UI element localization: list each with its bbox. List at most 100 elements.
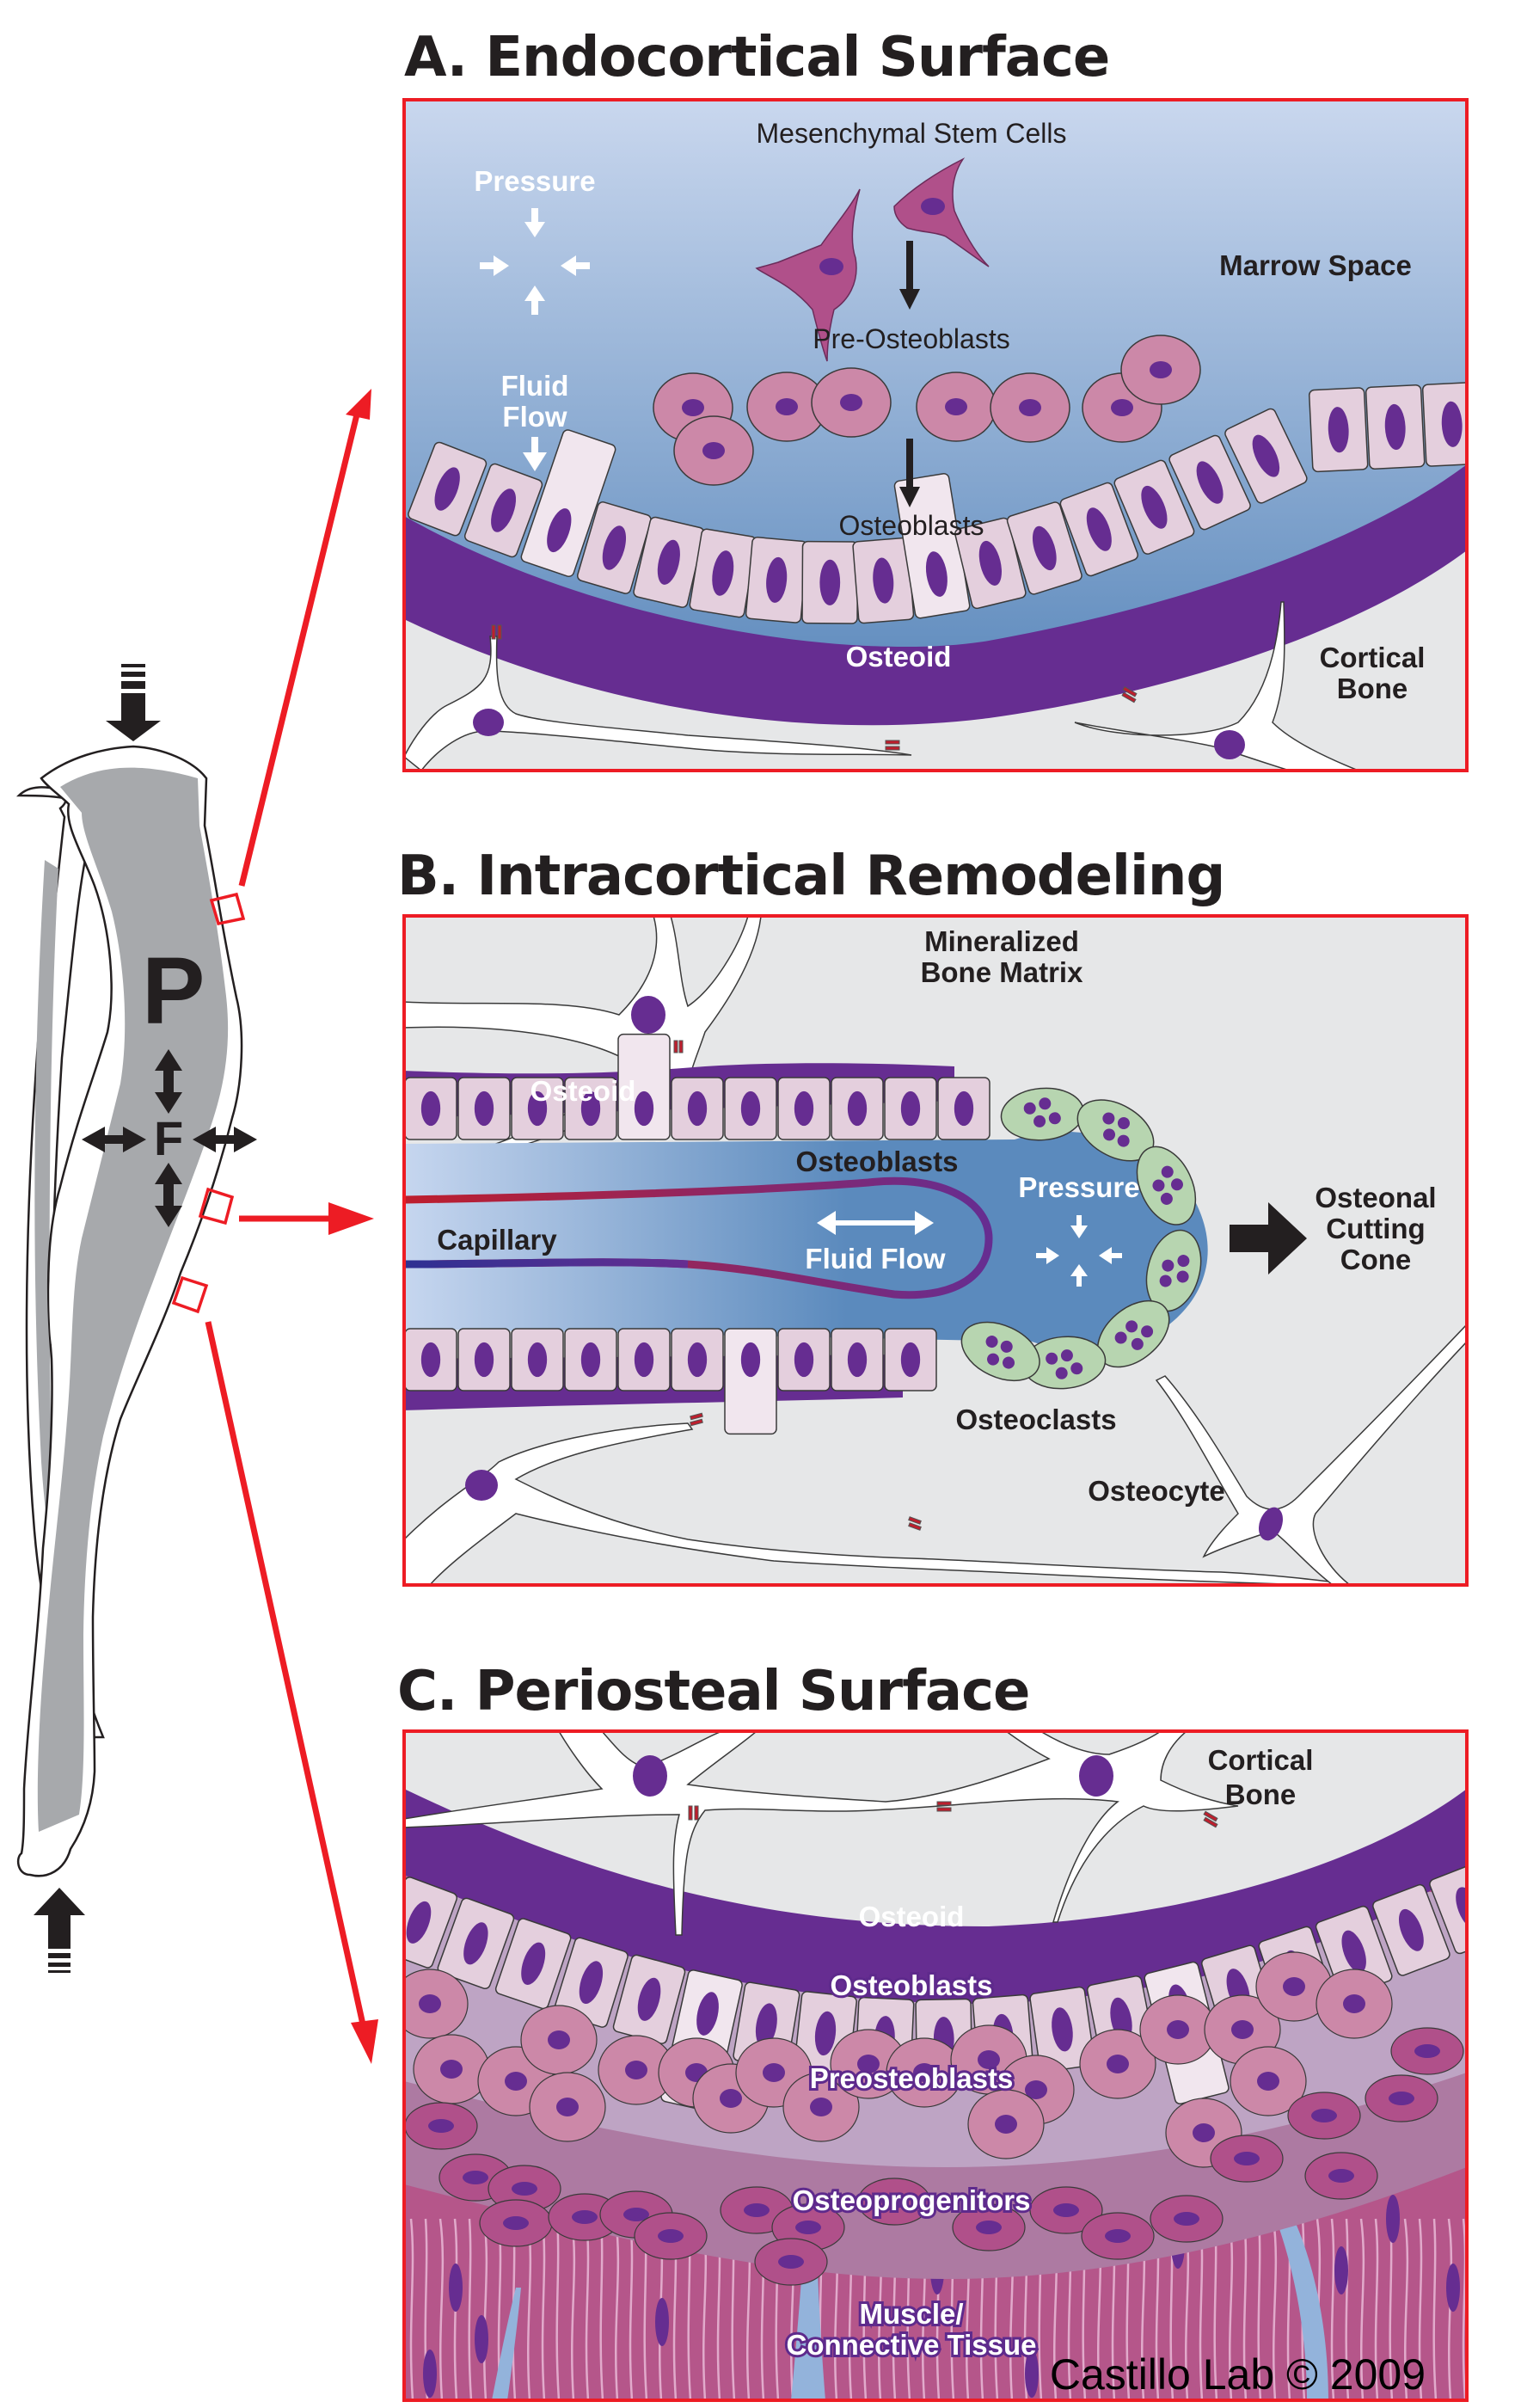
bone-label: Bone bbox=[1225, 1778, 1297, 1810]
fibroblast-nucleus bbox=[1334, 2246, 1348, 2294]
osteoblast-cell bbox=[457, 1328, 511, 1391]
copyright-credit: Castillo Lab © 2009 bbox=[1050, 2350, 1426, 2399]
preosteoblast-cell bbox=[406, 1969, 469, 2039]
osteoblast-cell bbox=[1372, 1883, 1450, 1976]
preosteoblast-cell bbox=[598, 2035, 675, 2105]
osteoblast-cell bbox=[1421, 381, 1465, 467]
nucleus bbox=[491, 488, 517, 532]
nucleus bbox=[1055, 1367, 1068, 1379]
nucleus bbox=[900, 1342, 921, 1378]
osteoblast-cell bbox=[724, 1077, 777, 1140]
muscle-fiber bbox=[1418, 2218, 1423, 2399]
osteoblast-cell bbox=[1308, 387, 1369, 473]
osteoblast-cell bbox=[1429, 1862, 1465, 1955]
osteoprogenitor-cell bbox=[1210, 2135, 1284, 2183]
osteoblast-cell bbox=[553, 1937, 629, 2028]
fluid-flow-double-arrow-icon bbox=[817, 1211, 934, 1235]
osteoblast-cell bbox=[457, 1077, 511, 1140]
nucleus bbox=[1150, 361, 1172, 378]
pre-osteoblast-cell bbox=[916, 372, 997, 442]
nucleus bbox=[548, 2030, 570, 2049]
nucleus bbox=[1141, 485, 1168, 529]
nucleus bbox=[1114, 1331, 1127, 1344]
nucleus bbox=[847, 1342, 868, 1378]
nucleus bbox=[658, 2229, 684, 2243]
osteoprogenitors-label: Osteoprogenitors bbox=[793, 2184, 1031, 2216]
panel-a-frame bbox=[402, 98, 1469, 772]
nucleus bbox=[766, 556, 788, 603]
muscle-fiber bbox=[482, 2218, 488, 2399]
nucleus bbox=[474, 1342, 494, 1378]
pressure-arrows-icon bbox=[1036, 1215, 1122, 1287]
osteoprogenitor-cell bbox=[952, 2203, 1026, 2251]
nucleus bbox=[1398, 1908, 1424, 1951]
nucleus bbox=[580, 1090, 601, 1127]
nucleus bbox=[1196, 461, 1224, 504]
muscle-fiber bbox=[409, 2218, 414, 2399]
mesenchymal-stem-cells bbox=[755, 157, 990, 362]
muscle-fiber bbox=[1330, 2218, 1335, 2399]
panel-c: Cortical Bone Osteoid Osteoblasts Preost… bbox=[406, 1733, 1465, 2399]
nucleus bbox=[976, 2221, 1002, 2234]
muscle-fiber bbox=[439, 2218, 445, 2399]
nucleus bbox=[1152, 1179, 1165, 1192]
nucleus bbox=[881, 2195, 907, 2208]
panel-a-title: A. Endocortical Surface bbox=[404, 26, 1109, 89]
muscle-fiber bbox=[1374, 2218, 1379, 2399]
panel-b: Mineralized Bone Matrix Osteoid Osteobla… bbox=[406, 918, 1465, 1583]
osteoblast-cell bbox=[671, 1328, 724, 1391]
osteoblast-cell bbox=[777, 1077, 831, 1140]
nucleus bbox=[634, 1342, 654, 1378]
nucleus bbox=[696, 1992, 719, 2036]
osteoprogenitor-cells bbox=[406, 2027, 1464, 2286]
nucleus bbox=[1328, 2169, 1354, 2183]
nucleus bbox=[634, 1090, 654, 1127]
nucleus bbox=[463, 2171, 488, 2184]
cone-label: Cone bbox=[1340, 1244, 1412, 1275]
fluid-flow-letter: F bbox=[154, 1111, 183, 1165]
osteoclast-cell bbox=[1145, 1229, 1202, 1312]
nucleus bbox=[1441, 401, 1463, 447]
nucleus bbox=[637, 1977, 661, 2021]
nucleus bbox=[1341, 1930, 1366, 1973]
osteoprogenitor-cell bbox=[1081, 2212, 1155, 2260]
nucleus bbox=[1174, 2212, 1199, 2226]
nucleus bbox=[1193, 2123, 1215, 2142]
nucleus bbox=[1103, 1128, 1116, 1141]
fibroblast-nucleus bbox=[475, 2315, 488, 2363]
nucleus bbox=[572, 2210, 598, 2224]
panel-b-title: B. Intracortical Remodeling bbox=[397, 845, 1224, 908]
muscle-fiber bbox=[468, 2218, 473, 2399]
vertical-double-arrow-icon bbox=[155, 1049, 182, 1227]
nucleus bbox=[913, 2063, 935, 2082]
nucleus bbox=[1023, 1102, 1036, 1115]
nucleus bbox=[795, 2221, 821, 2234]
muscle-fiber bbox=[555, 2218, 561, 2399]
gap-junction-markers bbox=[491, 624, 1138, 751]
osteoblast-cell bbox=[831, 1328, 884, 1391]
top-compression-arrow bbox=[106, 664, 161, 741]
connector-arrows bbox=[205, 389, 378, 2064]
osteoblast-cell bbox=[777, 1328, 831, 1391]
osteoblast-cell bbox=[937, 1077, 990, 1140]
preosteoblast-cell bbox=[782, 2072, 860, 2142]
osteoblast-cell bbox=[406, 1877, 458, 1969]
osteoblast-cell bbox=[884, 1328, 937, 1391]
fluid-label: Fluid bbox=[501, 370, 569, 402]
nucleus bbox=[857, 2055, 880, 2073]
muscle-label: Muscle/ bbox=[859, 2298, 963, 2330]
osteoclasts-label: Osteoclasts bbox=[955, 1404, 1116, 1435]
bottom-compression-arrow bbox=[34, 1888, 85, 1973]
osteoblast-cell bbox=[1059, 482, 1138, 577]
bone-diagram: P F bbox=[15, 664, 257, 1973]
nucleus bbox=[847, 1090, 868, 1127]
osteocyte-label: Osteocyte bbox=[1088, 1475, 1225, 1507]
osteoclast-cell bbox=[1021, 1336, 1107, 1390]
nucleus bbox=[1019, 399, 1041, 416]
nucleus bbox=[978, 2050, 1000, 2069]
pressure-label: Pressure bbox=[474, 165, 595, 197]
nucleus bbox=[474, 1090, 494, 1127]
lining-cell bbox=[724, 1328, 777, 1435]
preosteoblast-cell bbox=[886, 2037, 963, 2108]
nucleus bbox=[945, 398, 967, 415]
